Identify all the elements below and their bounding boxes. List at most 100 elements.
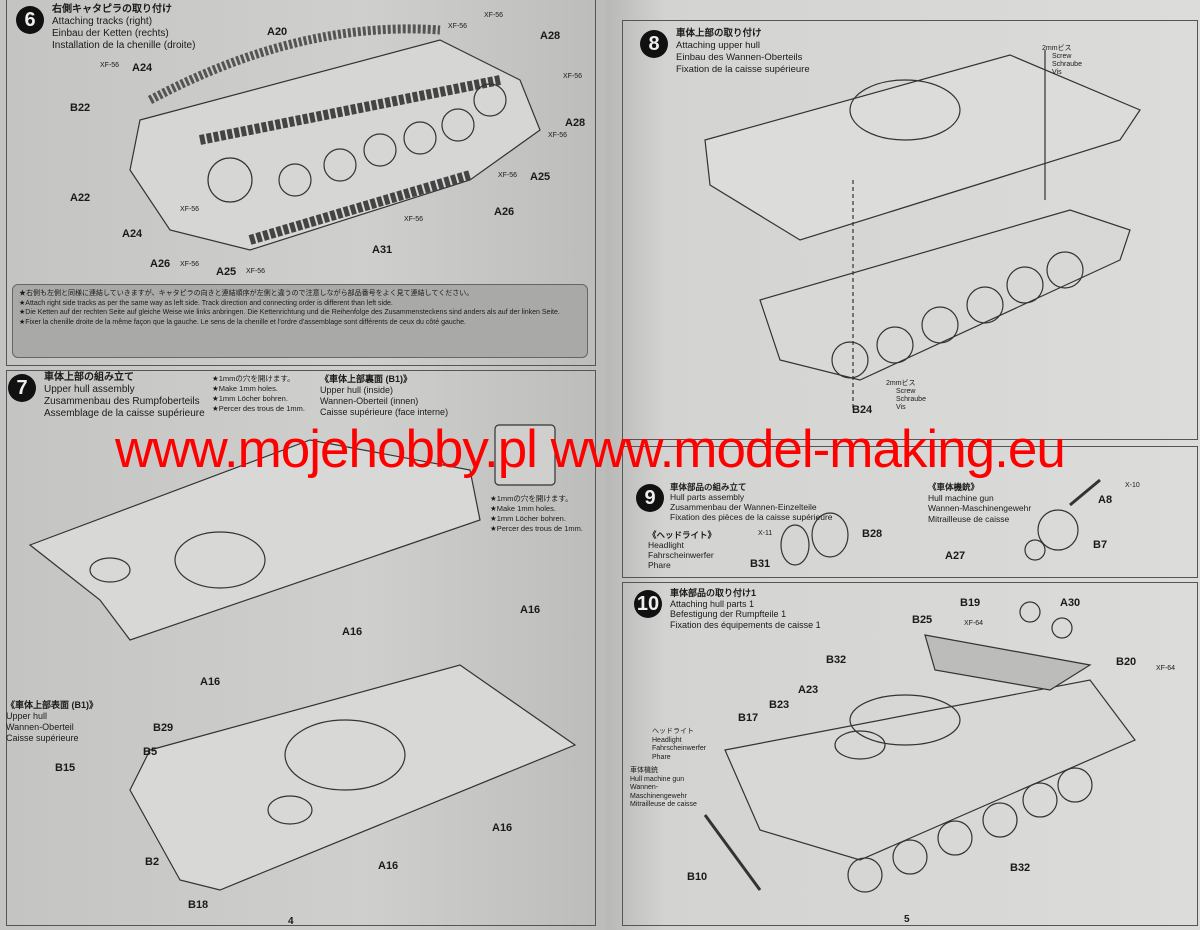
paint-label: XF-56 [548,132,568,139]
part-label: A26 [494,206,515,218]
title-fr: Installation de la chenille (droite) [52,40,196,51]
note-fr: ★Percer des trous de 1mm. [212,404,306,413]
part-label: B20 [1116,656,1137,668]
part-label: A24 [132,62,153,74]
step7-panel [6,370,596,926]
part-label: A22 [70,192,91,204]
part-label: B23 [769,699,790,711]
page-number: 4 [288,916,294,927]
step8-panel [622,20,1198,440]
part-label: B5 [143,746,158,758]
step6-note-box: ★右側も左側と同様に連結していきますが、キャタピラの向きと連結順序が左側と違うの… [12,284,588,358]
hole-note: ★1mmの穴を開けます。★Make 1mm holes.★1mm Löcher … [212,374,305,414]
part-label: B28 [862,528,883,540]
paint-label: XF-56 [484,12,504,19]
part-label: A8 [1098,494,1113,506]
step10-tank-drawing [703,601,1136,893]
screw-fr: Vis [896,404,906,411]
caption-en: Hull machine gun [928,492,994,503]
screw-ja: 2mmビス [1042,45,1072,52]
paint-label: XF-56 [404,216,424,223]
screw-de: Schraube [896,396,926,403]
title-en: Attaching upper hull [676,40,760,51]
page-number: 5 [904,914,910,925]
part-label: A25 [216,266,237,278]
part-label: B24 [852,404,873,416]
paint-label: XF-56 [246,268,266,275]
caption-ja: ヘッドライト [652,728,694,735]
step7-header: 車体上部の組み立て Upper hull assembly Zusammenba… [44,372,205,420]
part-label: B18 [188,899,209,911]
title-de: Befestigung der Rumpfteile 1 [670,609,787,619]
caption-ja: 《車体上部表面 (B1)》 [6,700,98,710]
caption-de: Wannen- [630,784,659,791]
paint-label: X-10 [1125,482,1140,489]
part-label: A30 [1060,597,1081,609]
screw-de: Schraube [1052,61,1082,68]
step10-number: 10 [634,590,662,618]
caption-en: Headlight [648,540,684,550]
step10-panel [622,582,1198,926]
note-de: ★Die Ketten auf der rechten Seite auf gl… [19,309,560,316]
screw-ja: 2mmビス [886,380,916,387]
part-label: A16 [378,860,399,872]
caption-de-2: Maschinengewehr [630,792,687,800]
title-fr: Fixation de la caisse supérieure [676,64,810,75]
part-label: B2 [145,856,160,868]
caption-en: Upper hull (inside) [320,385,394,395]
title-fr: Fixation des équipements de caisse 1 [670,619,821,630]
part-label: B29 [153,722,174,734]
caption-fr: Mitrailleuse de caisse [928,513,1010,524]
note-en: ★Make 1mm holes. [212,384,278,393]
title-en: Attaching tracks (right) [52,16,153,27]
part-label: A27 [945,550,966,562]
part-label: A24 [122,228,143,240]
caption-ja: 《車体機銃》 [928,482,980,492]
title-de: Zusammenbau des Rumpfoberteils [44,396,200,407]
watermark: www.mojehobby.pl www.model-making.eu [115,420,1066,479]
screw-en: Screw [896,388,916,395]
caption-de: Wannen-Maschinengewehr [928,503,1032,513]
note-en: ★Attach right side tracks as per the sam… [19,299,393,307]
paint-label: XF-56 [563,73,583,80]
note-ja: ★1mmの穴を開けます。 [490,494,573,503]
title-en: Upper hull assembly [44,384,135,395]
caption-en: Hull machine gun [630,775,685,783]
part-label: A16 [520,604,541,616]
part-label: A26 [150,258,171,270]
part-label: A25 [530,171,551,183]
title-ja: 車体上部の組み立て [44,372,134,383]
hole-note-2: ★1mmの穴を開けます。★Make 1mm holes.★1mm Löcher … [490,494,583,534]
caption-en: Upper hull [6,711,48,721]
title-de: Einbau der Ketten (rechts) [52,28,169,39]
paint-label: XF-64 [1156,665,1176,672]
caption-fr: Mitrailleuse de caisse [630,801,697,808]
paint-label: XF-64 [964,620,984,627]
caption-de: Wannen-Oberteil (innen) [320,396,419,406]
part-label: A28 [540,30,561,42]
step8-number: 8 [640,30,668,58]
paint-label: XF-56 [100,62,120,69]
note-de: ★1mm Löcher bohren. [490,514,566,523]
step6-tank-drawing [129,24,541,251]
caption-fr: Caisse supérieure [6,733,79,743]
part-label: B32 [1010,862,1031,874]
part-label: A28 [565,117,586,129]
step6-number: 6 [16,6,44,34]
step7-number: 7 [8,374,36,402]
part-label: B17 [738,712,759,724]
caption-de: Wannen-Oberteil [6,722,74,732]
part-label: B10 [687,871,708,883]
paint-label: XF-56 [498,172,518,179]
note-ja: ★1mmの穴を開けます。 [212,374,295,383]
part-label: B32 [826,654,847,666]
